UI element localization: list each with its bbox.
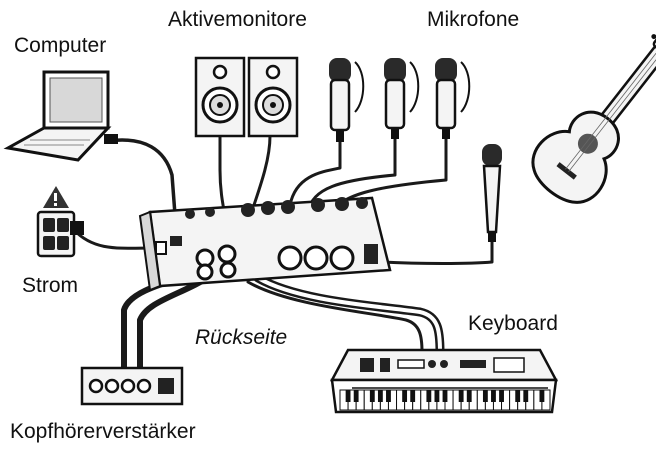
black-key bbox=[353, 390, 359, 402]
black-key bbox=[458, 390, 464, 402]
condenser-mic-2-icon bbox=[384, 58, 420, 139]
black-key bbox=[482, 390, 488, 402]
usb-cable bbox=[106, 138, 178, 230]
monitor-left-icon bbox=[194, 56, 246, 138]
headphone-amp-icon bbox=[80, 366, 184, 406]
black-key bbox=[434, 390, 440, 402]
black-key bbox=[410, 390, 416, 402]
laptop-icon bbox=[3, 70, 112, 162]
black-key bbox=[466, 390, 472, 402]
monitor-right-icon bbox=[247, 56, 299, 138]
black-key bbox=[499, 390, 504, 402]
label-microphones: Mikrofone bbox=[427, 8, 520, 31]
black-key bbox=[369, 390, 375, 402]
warning-triangle-icon bbox=[43, 186, 69, 208]
label-computer: Computer bbox=[14, 34, 107, 57]
label-monitors: Aktivemonitore bbox=[168, 8, 307, 31]
label-keyboard: Keyboard bbox=[468, 312, 558, 335]
label-rear: Rückseite bbox=[195, 326, 288, 349]
black-key bbox=[523, 390, 529, 402]
mixer-icon bbox=[138, 196, 392, 292]
black-key bbox=[402, 390, 408, 402]
keyboard-keys bbox=[339, 389, 551, 411]
handheld-mic-icon bbox=[482, 144, 502, 242]
black-key bbox=[442, 390, 448, 402]
power-outlet-icon bbox=[36, 210, 76, 258]
acoustic-guitar-icon bbox=[531, 27, 656, 204]
handheld-mic-cable bbox=[380, 238, 494, 265]
usb-plug-icon bbox=[104, 134, 118, 144]
black-key bbox=[426, 390, 432, 402]
label-power: Strom bbox=[22, 274, 79, 297]
condenser-mic-3-icon bbox=[435, 58, 471, 139]
keyboard-cable-inner bbox=[256, 276, 442, 354]
black-key bbox=[491, 390, 496, 402]
keyboard-cable-2 bbox=[246, 280, 424, 354]
power-adapter-icon bbox=[70, 221, 84, 235]
black-key bbox=[345, 390, 351, 402]
label-headphone-amp: Kopfhörerverstärker bbox=[10, 420, 196, 443]
black-key bbox=[539, 390, 545, 402]
condenser-mic-1-icon bbox=[329, 58, 365, 142]
black-key bbox=[515, 390, 521, 402]
black-key bbox=[377, 390, 383, 402]
black-key bbox=[386, 390, 391, 402]
